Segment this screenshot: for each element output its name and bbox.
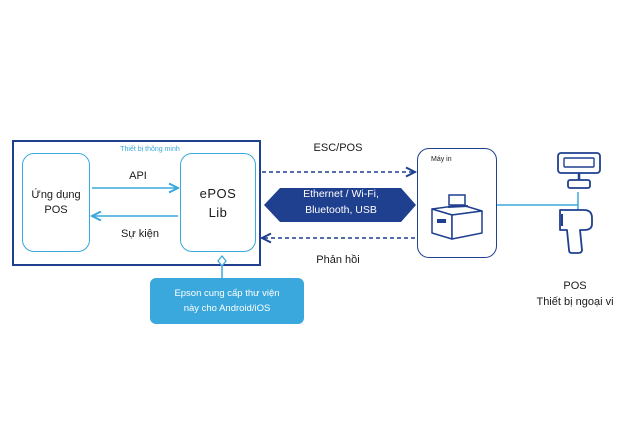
- api-label: API: [129, 170, 147, 182]
- peripherals-label-line2: Thiết bị ngoại vi: [536, 296, 614, 308]
- pos-app-label-line1: Ứng dụng: [31, 188, 81, 201]
- pos-app-box: Ứng dụng POS: [22, 153, 90, 252]
- smart-device-title: Thiết bị thông minh: [120, 146, 180, 153]
- connection-label-line1: Ethernet / Wi-Fi,: [303, 188, 379, 200]
- barcode-scanner-icon: [559, 209, 593, 254]
- printer-title: Máy in: [431, 156, 452, 163]
- customer-display-icon: [557, 152, 601, 189]
- epos-lib-label-line1: ePOS: [199, 185, 237, 201]
- epos-lib-box: ePOS Lib: [180, 153, 256, 252]
- peripherals-label: POS Thiết bị ngoại vi: [520, 278, 630, 310]
- epos-lib-label-line2: Lib: [208, 204, 228, 220]
- connection-band: [264, 188, 416, 222]
- escpos-label: ESC/POS: [313, 142, 363, 154]
- callout-connector-tip: [217, 254, 227, 268]
- pos-app-label-line2: POS: [44, 203, 68, 216]
- callout-line2: này cho Android/iOS: [183, 303, 271, 314]
- connection-label: Ethernet / Wi-Fi, Bluetooth, USB: [281, 186, 401, 218]
- printer-icon: [431, 194, 483, 240]
- response-label: Phản hồi: [316, 254, 360, 266]
- callout-line1: Epson cung cấp thư viện: [174, 288, 280, 299]
- peripherals-label-line1: POS: [563, 280, 587, 292]
- epson-library-callout: Epson cung cấp thư viện này cho Android/…: [150, 278, 304, 324]
- connection-label-line2: Bluetooth, USB: [305, 204, 377, 216]
- event-label: Sự kiện: [121, 228, 159, 240]
